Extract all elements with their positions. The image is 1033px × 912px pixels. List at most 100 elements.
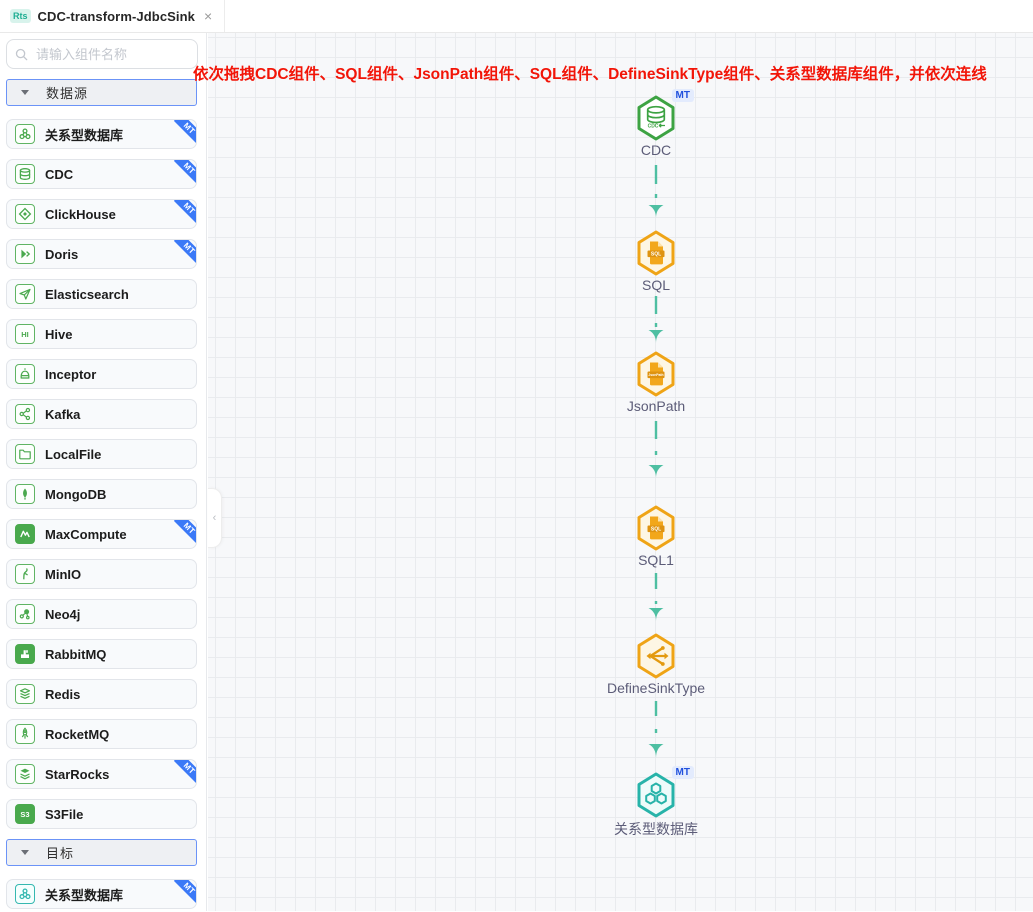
sidebar-item-mongodb[interactable]: MongoDB <box>6 479 197 509</box>
sidebar-item-starrocks[interactable]: StarRocks MT <box>6 759 197 789</box>
item-label: Kafka <box>45 406 81 422</box>
sidebar-item-doris[interactable]: Doris MT <box>6 239 197 269</box>
search-icon <box>15 48 28 60</box>
item-label: RabbitMQ <box>45 646 107 662</box>
section-label: 数据源 <box>46 86 89 101</box>
node-label: SQL <box>641 277 671 293</box>
maxcompute-icon <box>15 524 35 544</box>
sidebar-item-minio[interactable]: MinIO <box>6 559 197 589</box>
rocket-icon <box>15 724 35 744</box>
rabbit-icon <box>15 644 35 664</box>
sidebar-item-elasticsearch[interactable]: Elasticsearch <box>6 279 197 309</box>
node-relational-db[interactable]: MT 关系型数据库 <box>614 766 698 837</box>
graph-icon <box>15 604 35 624</box>
section-header-target[interactable]: 目标 <box>6 839 197 866</box>
stack-icon <box>15 684 35 704</box>
component-sidebar: 数据源 关系型数据库 MT CDC MT ClickHouse MT <box>0 33 207 911</box>
jdbc-sink-hexagon-icon <box>637 772 675 818</box>
sidebar-item-inceptor[interactable]: Inceptor <box>6 359 197 389</box>
kafka-icon <box>15 404 35 424</box>
sidebar-item-rabbitmq[interactable]: RabbitMQ <box>6 639 197 669</box>
mt-ribbon: MT <box>174 200 196 224</box>
sidebar-item-relational-db[interactable]: 关系型数据库 MT <box>6 119 197 149</box>
node-label: DefineSinkType <box>606 680 706 696</box>
section-label: 目标 <box>46 846 75 861</box>
leaf-icon <box>15 484 35 504</box>
sidebar-item-s3file[interactable]: S3 S3File <box>6 799 197 829</box>
node-label: 关系型数据库 <box>614 821 698 837</box>
tab-cdc-transform-jdbcsink[interactable]: Rts CDC-transform-JdbcSink × <box>0 0 226 32</box>
sidebar-item-clickhouse[interactable]: ClickHouse MT <box>6 199 197 229</box>
sql-file-hexagon-icon: SQL <box>637 230 675 276</box>
instruction-text: 依次拖拽CDC组件、SQL组件、JsonPath组件、SQL组件、DefineS… <box>193 66 987 83</box>
node-cdc[interactable]: CDC MT CDC <box>636 89 694 158</box>
database-icon <box>15 164 35 184</box>
rts-badge: Rts <box>10 9 31 23</box>
close-icon[interactable]: × <box>204 8 213 24</box>
sidebar-item-rocketmq[interactable]: RocketMQ <box>6 719 197 749</box>
item-label: Neo4j <box>45 606 81 622</box>
component-search[interactable] <box>6 39 198 69</box>
sidebar-item-hive[interactable]: HI Hive <box>6 319 197 349</box>
tab-title: CDC-transform-JdbcSink <box>37 8 196 24</box>
caret-down-icon <box>21 90 29 95</box>
node-label: SQL1 <box>638 552 674 568</box>
molecule-icon <box>15 884 35 904</box>
mt-ribbon: MT <box>174 240 196 264</box>
item-label: Doris <box>45 246 79 262</box>
sidebar-item-localfile[interactable]: LocalFile <box>6 439 197 469</box>
mt-badge: MT <box>671 766 694 779</box>
flow-canvas[interactable]: CDC MT CDC SQL SQL JsonPath JsonPath <box>208 33 1033 911</box>
svg-text:JsonPath: JsonPath <box>648 373 663 377</box>
node-label: JsonPath <box>626 398 686 414</box>
node-sql[interactable]: SQL SQL <box>636 230 676 293</box>
plane-icon <box>15 284 35 304</box>
sidebar-item-neo4j[interactable]: Neo4j <box>6 599 197 629</box>
sidebar-item-maxcompute[interactable]: MaxCompute MT <box>6 519 197 549</box>
item-label: 关系型数据库 <box>45 127 124 143</box>
item-label: Inceptor <box>45 366 97 382</box>
folder-icon <box>15 444 35 464</box>
s3-icon: S3 <box>15 804 35 824</box>
node-sql1[interactable]: SQL SQL1 <box>636 505 676 568</box>
item-label: Elasticsearch <box>45 286 129 302</box>
beehive-icon <box>15 364 35 384</box>
mt-ribbon: MT <box>174 120 196 144</box>
item-label: 关系型数据库 <box>45 887 124 903</box>
sql-file-hexagon-icon: SQL <box>637 505 675 551</box>
sidebar-item-cdc[interactable]: CDC MT <box>6 159 197 189</box>
mt-ribbon: MT <box>174 520 196 544</box>
item-label: Redis <box>45 686 81 702</box>
item-label: LocalFile <box>45 446 102 462</box>
sidebar-item-redis[interactable]: Redis <box>6 679 197 709</box>
bird-icon <box>15 564 35 584</box>
sink-type-hexagon-icon <box>637 633 675 679</box>
hive-text-icon: HI <box>15 324 35 344</box>
node-jsonpath[interactable]: JsonPath JsonPath <box>627 351 685 414</box>
tab-bar: Rts CDC-transform-JdbcSink × <box>0 0 1033 33</box>
sidebar-item-kafka[interactable]: Kafka <box>6 399 197 429</box>
sidebar-item-relational-db-target[interactable]: 关系型数据库 MT <box>6 879 197 909</box>
item-label: Hive <box>45 326 73 342</box>
mt-ribbon: MT <box>174 160 196 184</box>
flow-edges <box>648 165 664 758</box>
item-label: MaxCompute <box>45 526 127 542</box>
layers-icon <box>15 764 35 784</box>
section-header-datasource[interactable]: 数据源 <box>6 79 197 106</box>
molecule-icon <box>15 124 35 144</box>
item-label: CDC <box>45 166 74 182</box>
collapse-chevron-icon: ‹ <box>212 512 217 524</box>
sidebar-collapse-handle[interactable]: ‹ <box>208 488 222 548</box>
cdc-hexagon-icon: CDC <box>637 95 675 141</box>
item-label: S3File <box>45 806 84 822</box>
svg-text:CDC: CDC <box>648 124 659 130</box>
search-input[interactable] <box>34 45 189 63</box>
node-definesinktype[interactable]: DefineSinkType <box>607 633 705 696</box>
item-label: ClickHouse <box>45 206 116 222</box>
diamond-icon <box>15 204 35 224</box>
jsonpath-file-hexagon-icon: JsonPath <box>637 351 675 397</box>
svg-text:SQL: SQL <box>651 526 661 532</box>
caret-down-icon <box>21 850 29 855</box>
node-label: CDC <box>640 142 672 158</box>
svg-text:SQL: SQL <box>651 251 661 257</box>
